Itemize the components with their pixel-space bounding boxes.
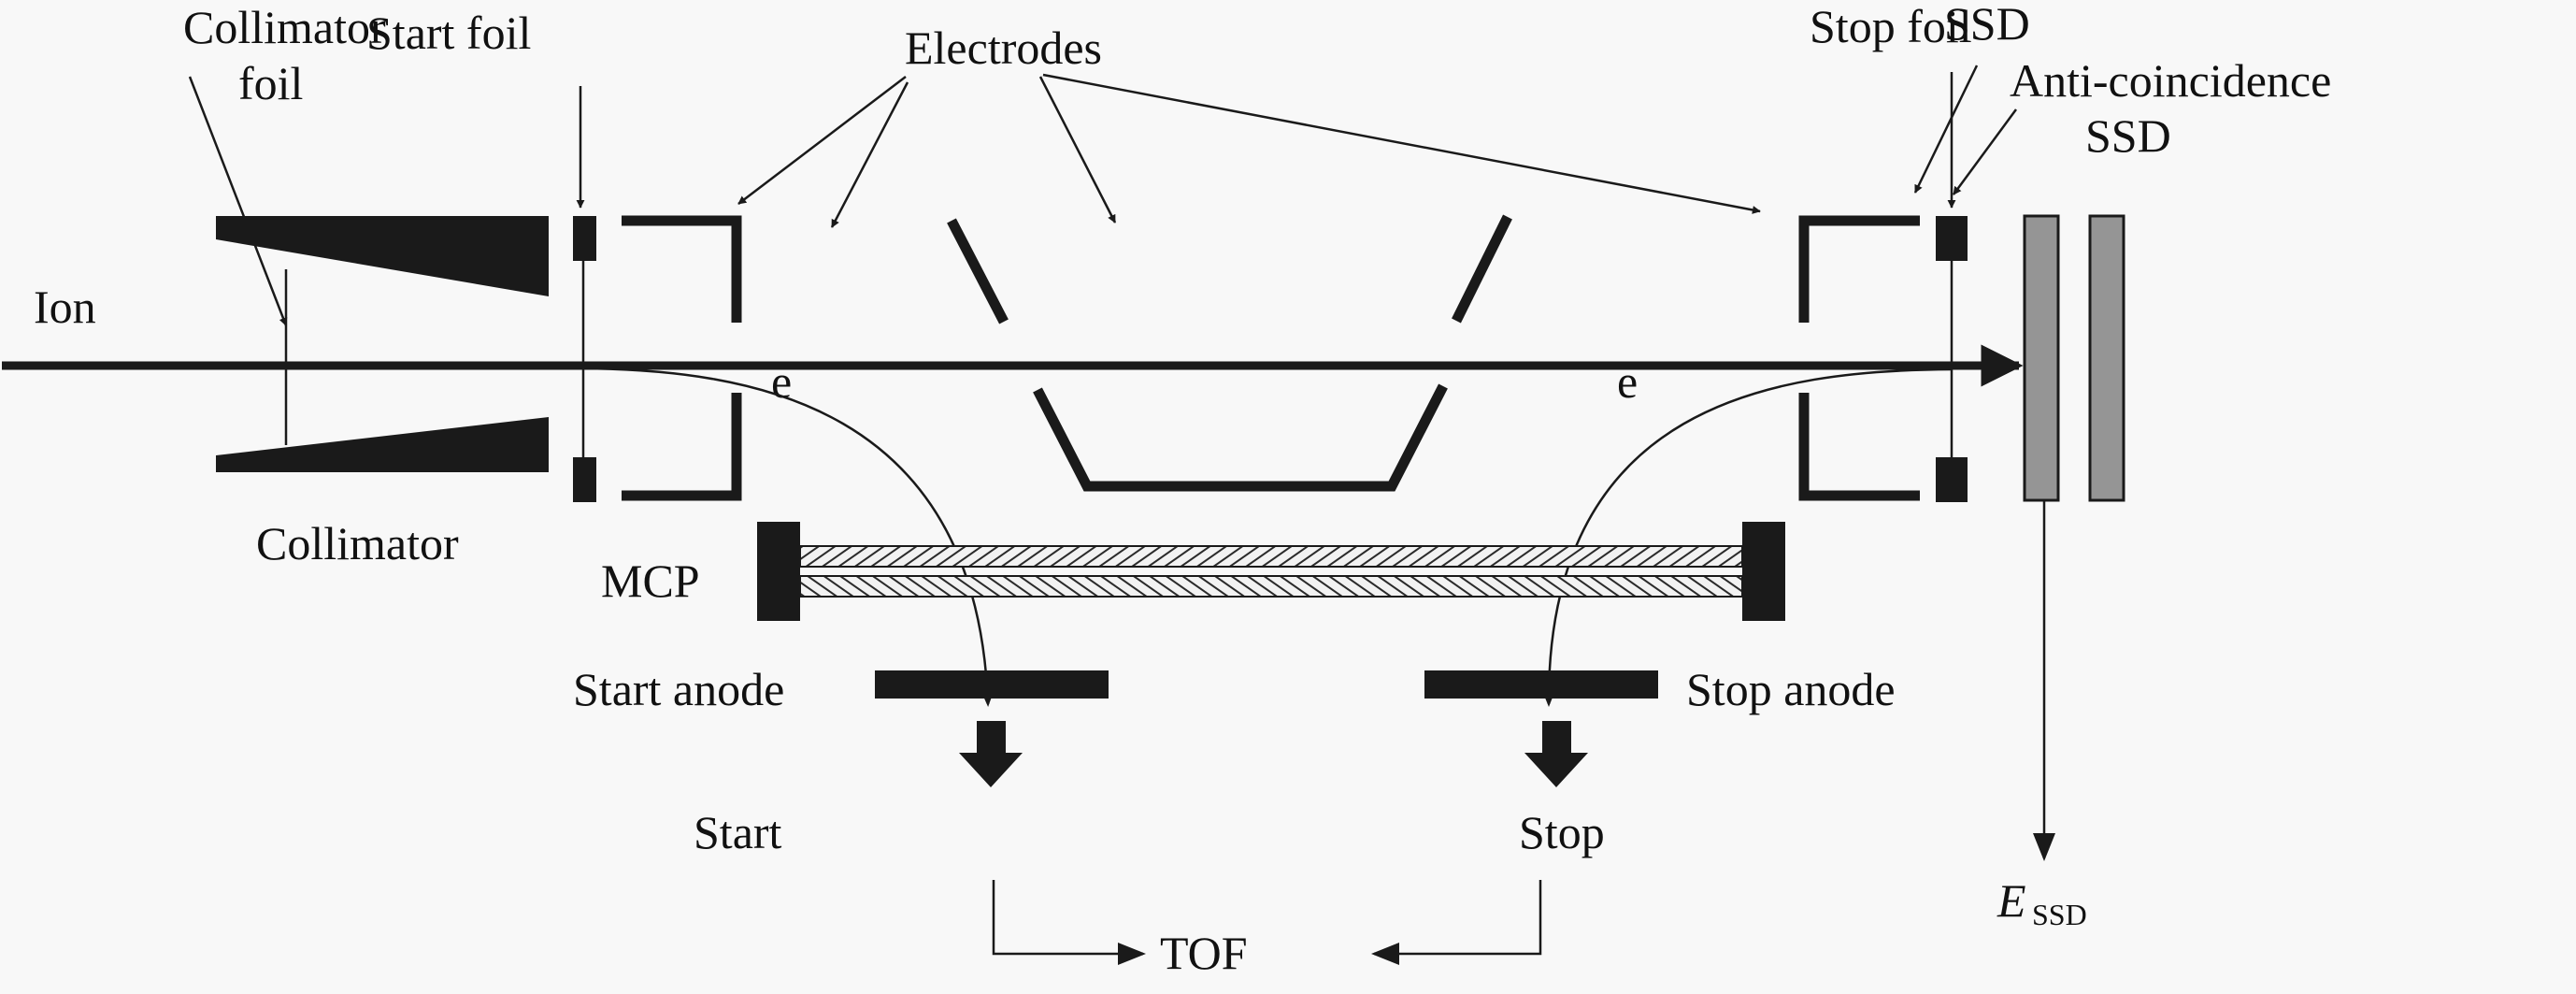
essd-subscript: SSD [2032,898,2087,931]
deflector-electrode-right [1452,214,1512,324]
stop-foil-lower-holder [1936,457,1968,502]
anti-coincidence-leader-arrow [1952,108,2018,195]
ion-label: Ion [34,281,96,333]
start-foil-upper-holder [573,216,596,261]
exit-electrode-upper [1798,215,1920,323]
lower-trapezoid-electrode [1033,383,1448,492]
start-signal-block-arrow [959,721,1023,787]
electrodes-arrow-1 [737,76,907,205]
stop-to-tof-arrow [1371,880,1542,965]
start-anode [875,670,1109,699]
mcp-plate-lower [799,575,1743,598]
tof-label: TOF [1160,927,1248,979]
anti-coincidence-label-line2: SSD [2085,109,2171,162]
stop-foil-upper-holder [1936,216,1968,261]
electrodes-label: Electrodes [905,22,1102,74]
mcp-plate-upper [799,545,1743,568]
stop-signal-label: Stop [1519,806,1605,858]
ssd-leader-arrow [1913,65,1979,194]
mcp-label: MCP [601,555,700,607]
deflector-electrode-left [947,218,1009,324]
collimator-label: Collimator [256,517,459,569]
anti-coincidence-ssd-detector [2088,214,2125,502]
collimator-lower-wedge [216,417,549,472]
electrodes-arrow-4 [1042,73,1761,214]
electron-stop-label: e − [1617,345,1653,408]
collimator-foil-leader-arrow [188,76,288,326]
electrodes-arrow-3 [1038,76,1117,223]
exit-electrode-lower [1798,393,1920,501]
ssd-label: SSD [1944,0,2030,50]
essd-main: E [1996,874,2026,927]
anti-coincidence-label-line1: Anti-coincidence [2010,54,2331,107]
collimator-upper-wedge [216,216,549,296]
entrance-electrode-lower [622,393,742,501]
stop-anode-label: Stop anode [1686,663,1896,715]
collimator-foil-label-line1: Collimator [183,1,386,53]
mcp-left-clamp [757,522,800,621]
mcp-right-clamp [1742,522,1785,621]
stop-anode [1424,670,1658,699]
start-signal-label: Start [694,806,782,858]
collimator-foil-label-line2: foil [238,57,303,109]
ssd-detector [2023,214,2060,502]
start-foil-lower-holder [573,457,596,502]
start-to-tof-arrow [992,880,1146,965]
stop-signal-block-arrow [1524,721,1588,787]
start-foil-label: Start foil [366,7,531,59]
essd-label: E SSD [1996,874,2087,931]
electrodes-arrow-2 [830,81,909,228]
entrance-electrode-upper [622,215,742,323]
stop-foil-label: Stop foil [1810,0,1972,52]
start-anode-label: Start anode [573,663,784,715]
